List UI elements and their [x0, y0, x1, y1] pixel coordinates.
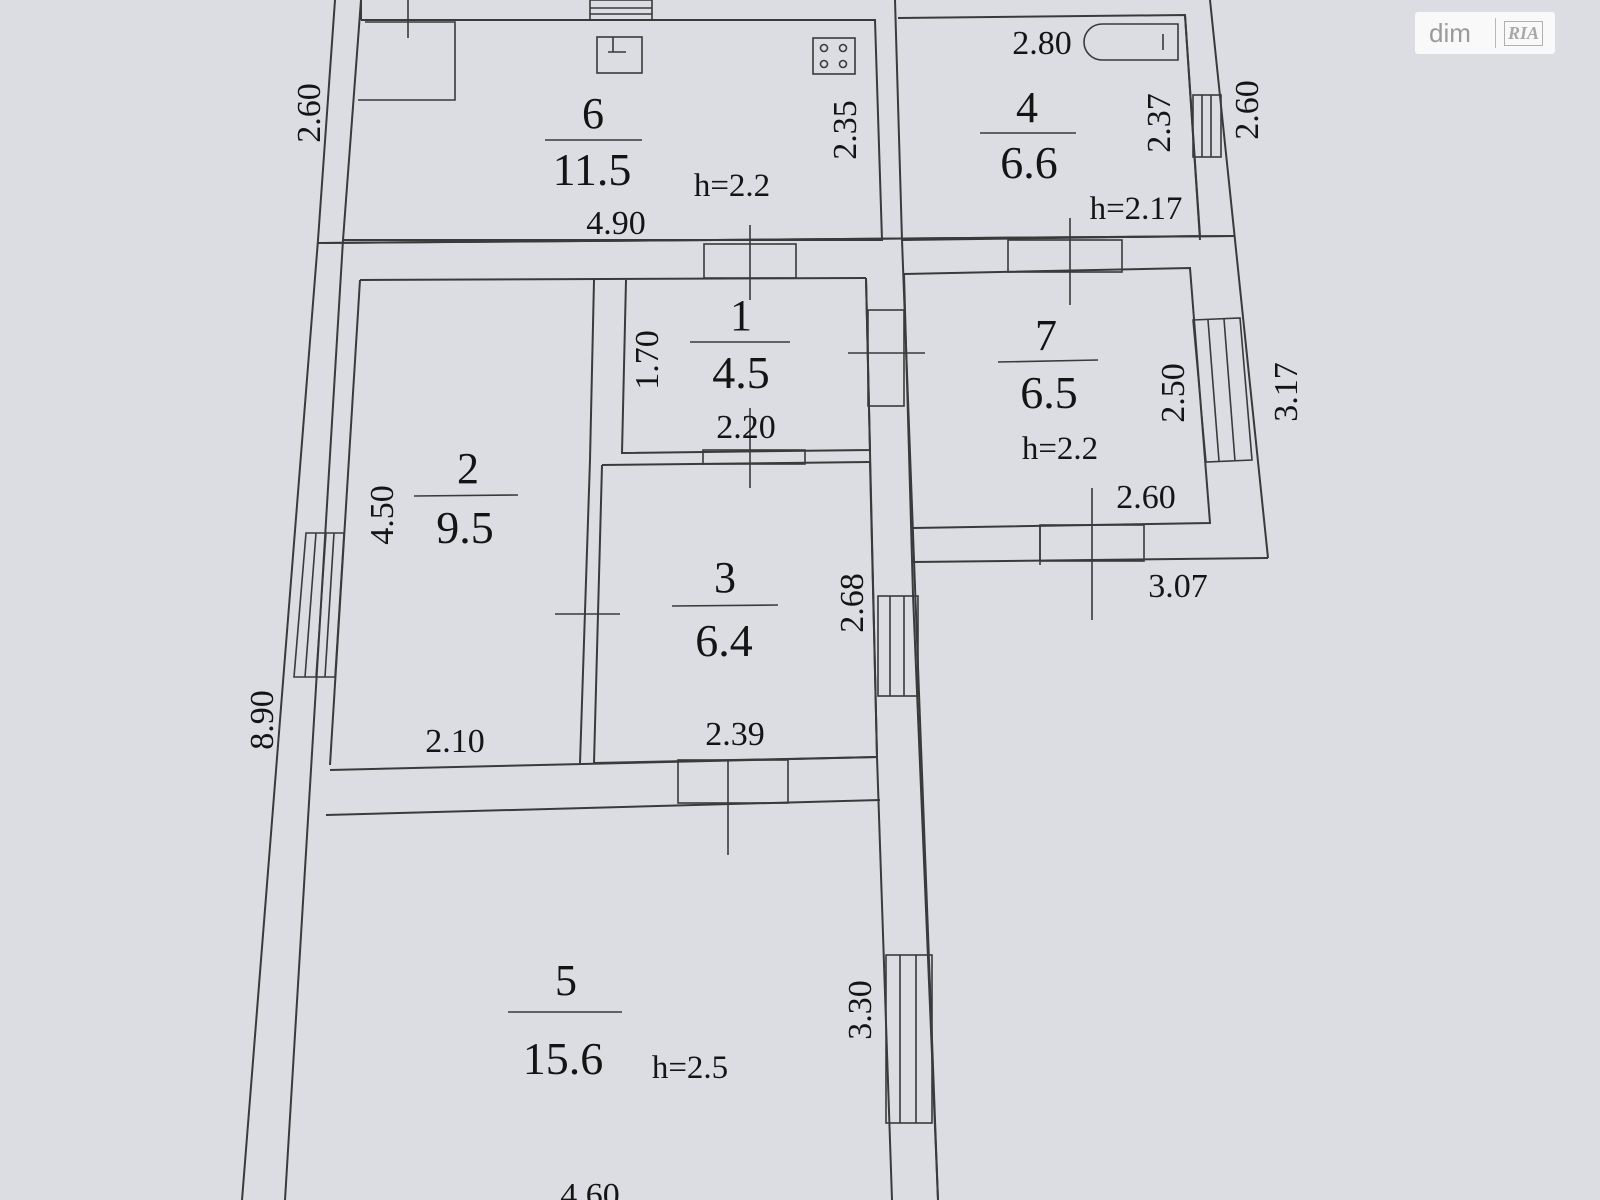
- dim-room5-depth: 3.30: [842, 980, 879, 1040]
- dim-outer-room7-width: 3.07: [1148, 568, 1208, 605]
- ceiling-heights: h=2.2 h=2.17 h=2.2 h=2.5: [652, 168, 1183, 1086]
- dim-room2-depth: 4.50: [364, 485, 401, 545]
- room-number: 1: [730, 291, 752, 340]
- height-room5: h=2.5: [652, 1050, 728, 1086]
- ria-logo-icon: RIA: [1504, 20, 1544, 46]
- room-area: 15.6: [523, 1033, 604, 1084]
- height-room7: h=2.2: [1022, 431, 1098, 467]
- dim-room3-width: 2.39: [705, 716, 765, 753]
- watermark-brand: dim: [1429, 17, 1471, 48]
- room-5-label: 5 15.6: [508, 956, 622, 1084]
- fraction-bar: [997, 359, 1099, 363]
- dim-room7-width: 2.60: [1116, 479, 1176, 516]
- dim-room6-depth: 2.35: [827, 100, 864, 160]
- room-6-label: 6 11.5: [545, 89, 642, 195]
- dim-outer-left-length: 8.90: [244, 690, 281, 750]
- fraction-bar: [413, 494, 519, 497]
- room-area: 11.5: [553, 144, 632, 195]
- walls: [241, 0, 1269, 1200]
- room-number: 2: [457, 444, 479, 493]
- dim-outer-top-left: 2.60: [291, 83, 328, 143]
- door-ticks: [555, 218, 1093, 855]
- dim-outer-top-right: 2.60: [1229, 80, 1266, 140]
- room-number: 3: [714, 553, 736, 602]
- dim-room2-width: 2.10: [425, 723, 485, 760]
- room-area: 4.5: [712, 347, 770, 398]
- room-number: 5: [555, 956, 577, 1005]
- windows: [293, 94, 1253, 1124]
- dim-room4-depth: 2.37: [1141, 93, 1178, 153]
- room-3-label: 3 6.4: [671, 553, 779, 666]
- dim-room1-depth: 1.70: [629, 330, 666, 390]
- room-7-label: 7 6.5: [997, 311, 1099, 418]
- room-area: 6.4: [695, 615, 753, 666]
- room-area: 6.6: [1000, 137, 1058, 188]
- fixtures: [596, 23, 1179, 75]
- dim-room4-width: 2.80: [1012, 25, 1072, 62]
- dim-room6-width: 4.90: [586, 205, 646, 242]
- dim-outer-room7-depth: 3.17: [1268, 362, 1305, 422]
- room-number: 6: [582, 89, 604, 138]
- height-room6: h=2.2: [694, 168, 770, 204]
- dim-ria-watermark: dim RIA: [1415, 12, 1555, 54]
- fraction-bar: [671, 604, 779, 607]
- dim-room5-width: 4.60: [560, 1177, 620, 1200]
- dimension-labels: 4.90 2.80 2.20 2.60 3.07 2.10 2.39 4.60 …: [244, 25, 1305, 1200]
- dim-room3-depth: 2.68: [834, 573, 871, 633]
- height-room4: h=2.17: [1090, 191, 1183, 227]
- room-number: 4: [1016, 83, 1038, 132]
- dim-room1-width: 2.20: [716, 409, 776, 446]
- room-4-label: 4 6.6: [980, 83, 1076, 188]
- watermark-divider: [1495, 18, 1496, 48]
- dim-room7-depth: 2.50: [1155, 363, 1192, 423]
- room-number: 7: [1035, 311, 1057, 360]
- room-2-label: 2 9.5: [413, 444, 519, 553]
- room-area: 9.5: [436, 502, 494, 553]
- room-area: 6.5: [1020, 367, 1078, 418]
- room-1-label: 1 4.5: [690, 291, 790, 398]
